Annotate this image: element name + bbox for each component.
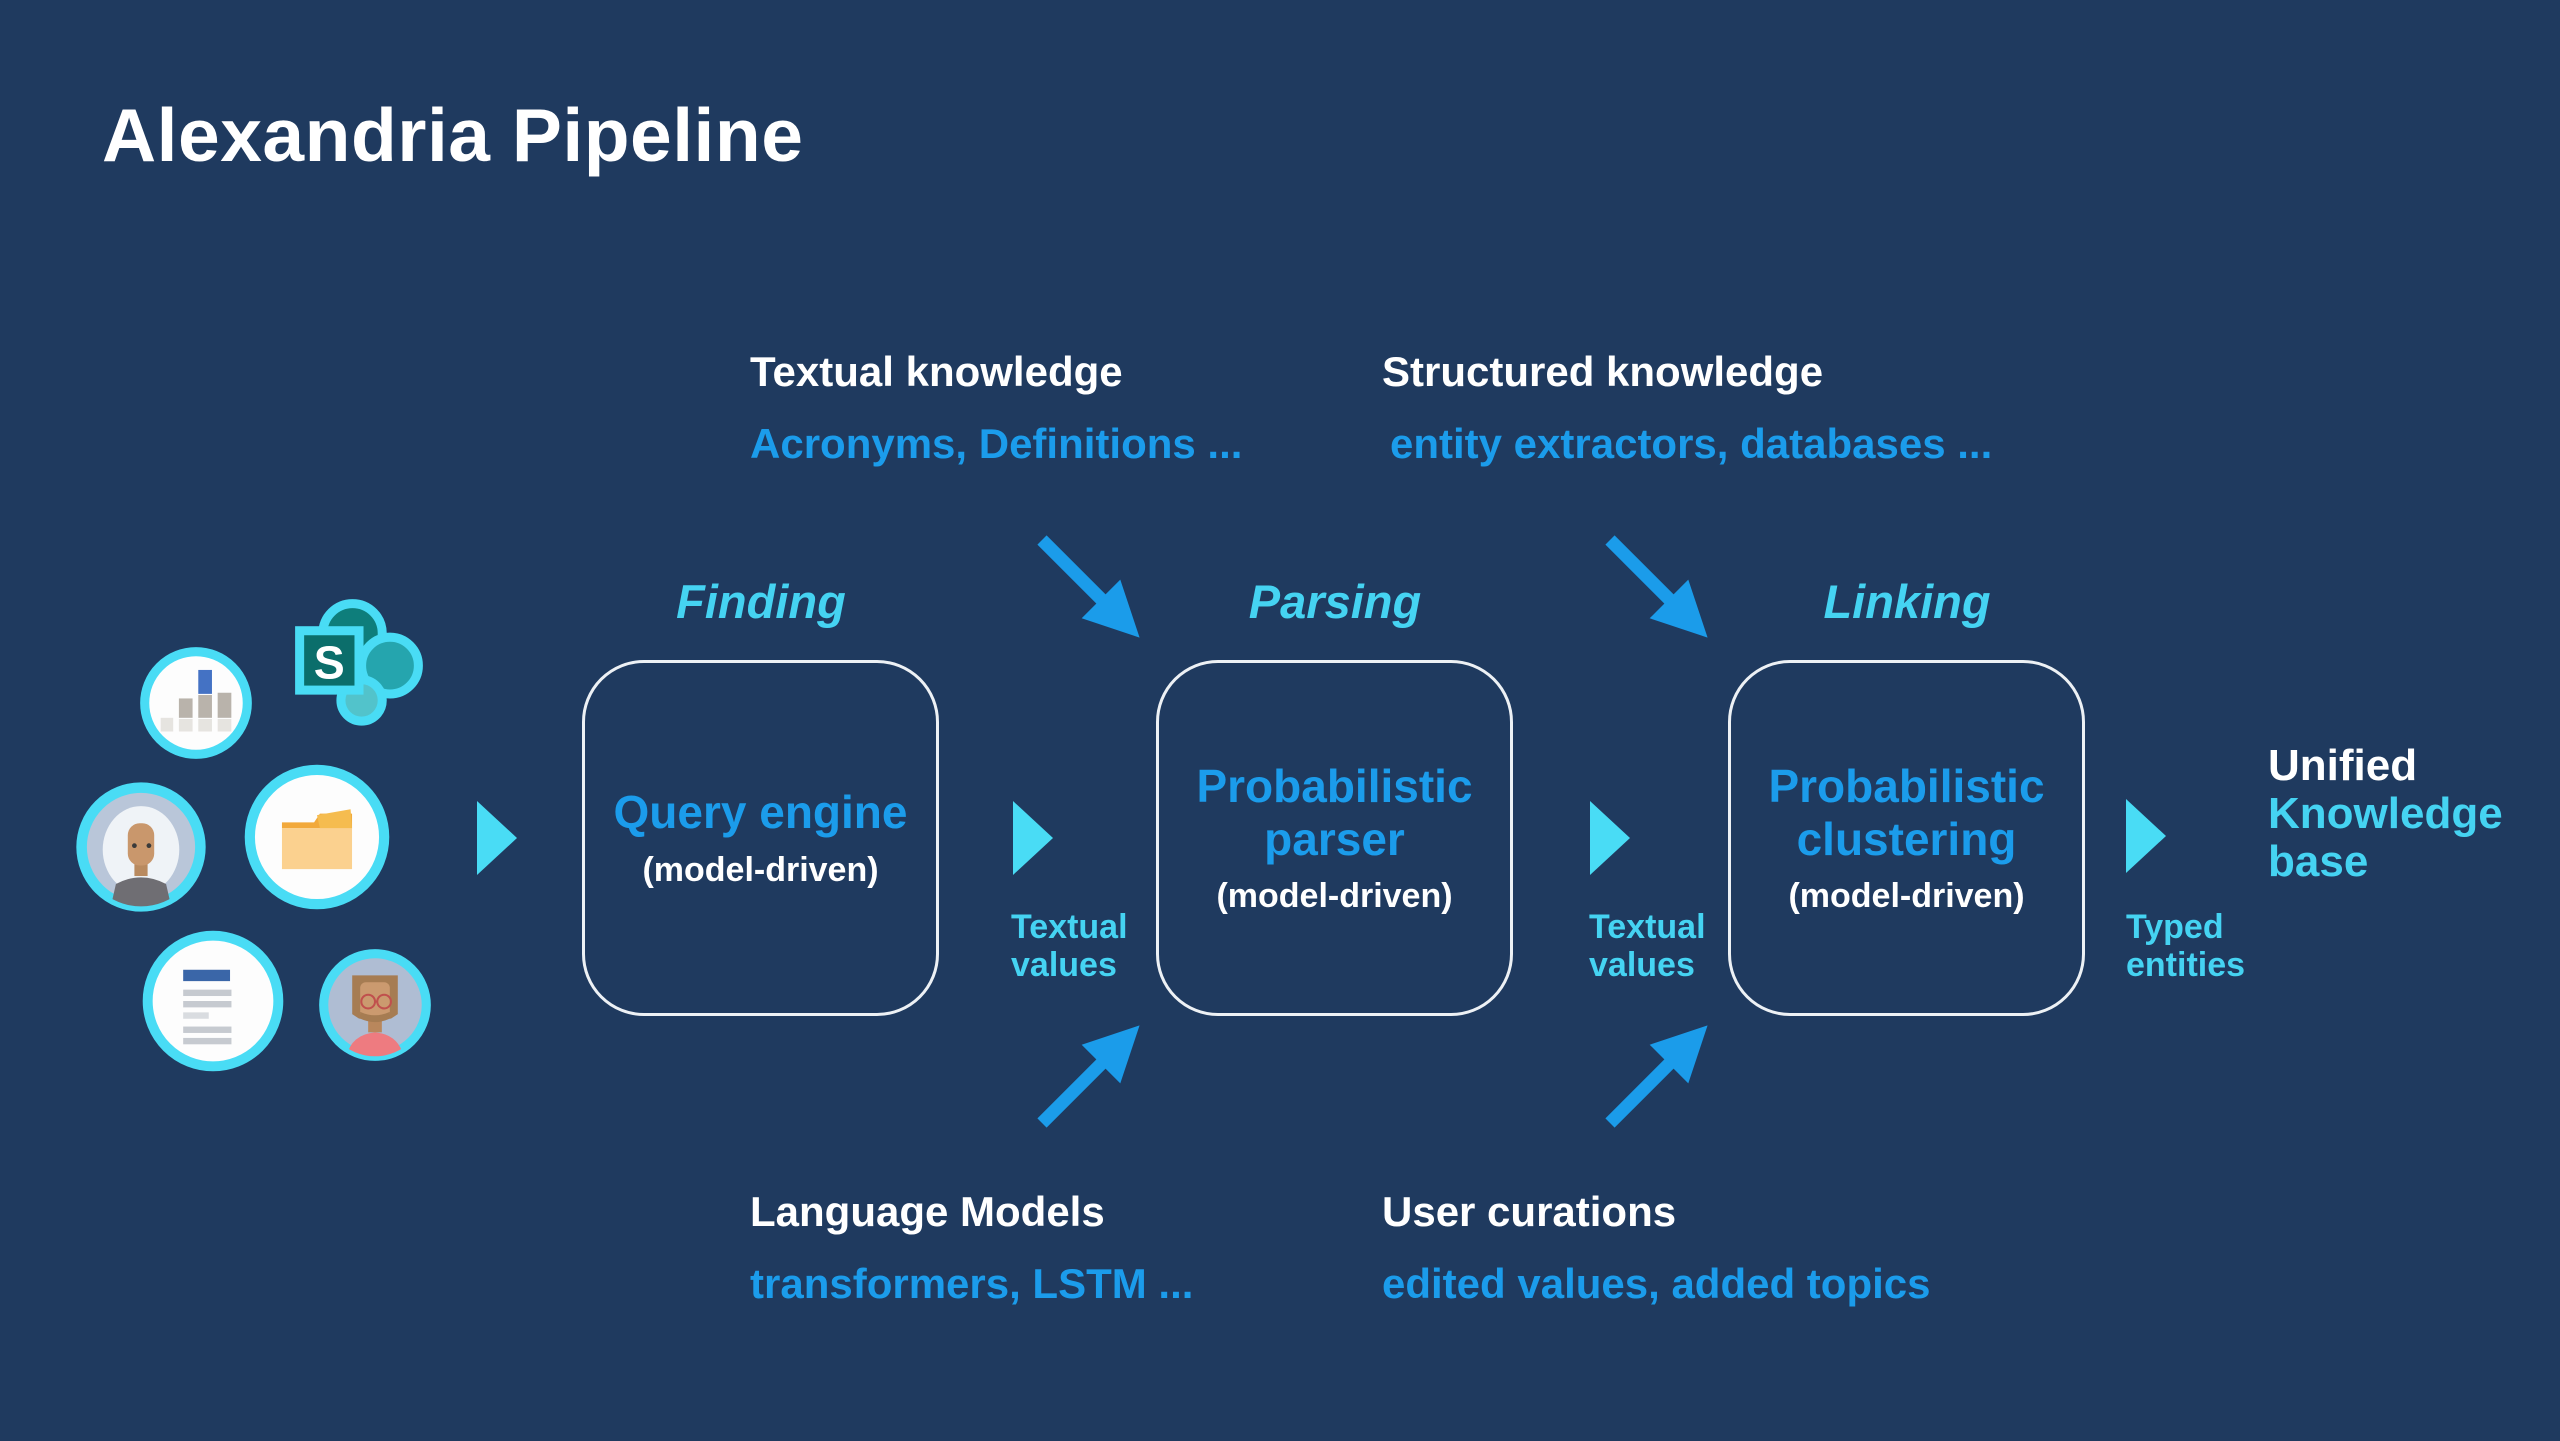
structured-knowledge-title: Structured knowledge (1382, 348, 1824, 395)
probabilistic-parser-box-title: Probabilistic parser (1196, 759, 1473, 865)
flow-arrow-icon (2126, 799, 2166, 873)
flow-arrow-icon (1590, 801, 1630, 875)
query-engine-box: Query engine (model-driven) (582, 660, 939, 1016)
sharepoint-icon: S (288, 598, 430, 728)
language-models-subtitle: transformers, LSTM ... (750, 1260, 1194, 1307)
flow-label-textual-values-1: Textual values (1011, 908, 1128, 985)
textual-knowledge-subtitle: Acronyms, Definitions ... (750, 420, 1243, 467)
probabilistic-clustering-box: Probabilistic clustering (model-driven) (1728, 660, 2085, 1016)
user-curations-annotation: User curations edited values, added topi… (1382, 1188, 1930, 1308)
probabilistic-clustering-box-subtitle: (model-driven) (1788, 877, 2025, 916)
query-engine-box-subtitle: (model-driven) (642, 850, 879, 889)
stage-label-parsing: Parsing (1248, 575, 1422, 628)
textual-knowledge-annotation: Textual knowledge Acronyms, Definitions … (750, 348, 1242, 468)
elder-person-avatar (75, 781, 207, 913)
arrow-curations-to-clustering (1605, 1025, 1708, 1128)
language-models-annotation: Language Models transformers, LSTM ... (750, 1188, 1193, 1308)
bar-chart-icon (139, 646, 253, 760)
sharepoint-letter: S (314, 636, 345, 688)
structured-knowledge-annotation: Structured knowledge entity extractors, … (1382, 348, 1992, 468)
probabilistic-clustering-box-title: Probabilistic clustering (1768, 759, 2045, 865)
arrow-structured-to-clustering (1605, 535, 1708, 638)
person-glasses-avatar (318, 948, 432, 1062)
kb-line-knowledge-base: Knowledge base (2268, 788, 2503, 886)
probabilistic-parser-box: Probabilistic parser (model-driven) (1156, 660, 1513, 1016)
flow-label-textual-values-2: Textual values (1589, 908, 1706, 985)
stage-label-linking: Linking (1823, 575, 1991, 628)
arrow-textual-to-parser (1037, 535, 1140, 638)
unified-knowledge-base-label: Unified Knowledge base (2268, 742, 2508, 886)
user-curations-subtitle: edited values, added topics (1382, 1260, 1931, 1307)
query-engine-box-title: Query engine (613, 786, 908, 839)
textual-knowledge-title: Textual knowledge (750, 348, 1123, 395)
page-title: Alexandria Pipeline (102, 93, 804, 177)
language-models-title: Language Models (750, 1188, 1105, 1235)
kb-line-unified: Unified (2268, 741, 2418, 790)
stage-label-finding: Finding (676, 575, 846, 628)
flow-label-typed-entities: Typed entities (2126, 908, 2246, 985)
probabilistic-parser-box-subtitle: (model-driven) (1216, 877, 1453, 916)
document-icon (142, 930, 284, 1072)
folder-icon (244, 764, 390, 910)
arrow-language-to-parser (1037, 1025, 1140, 1128)
flow-arrow-icon (477, 801, 517, 875)
user-curations-title: User curations (1382, 1188, 1677, 1235)
structured-knowledge-subtitle: entity extractors, databases ... (1390, 420, 1993, 467)
flow-arrow-icon (1013, 801, 1053, 875)
